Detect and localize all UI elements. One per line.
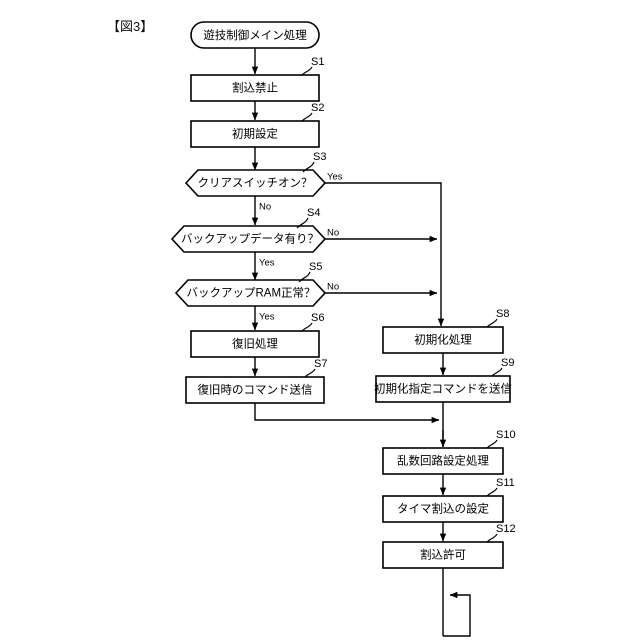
leader-line-s11 bbox=[486, 487, 498, 497]
process-label-s12: 割込許可 bbox=[420, 548, 466, 562]
process-box-s2[interactable] bbox=[190, 120, 320, 148]
process-box-s8[interactable] bbox=[382, 326, 504, 354]
connector-loop-back bbox=[443, 591, 471, 637]
decision-label-s3: クリアスイッチオン？ bbox=[198, 177, 313, 190]
step-number-s3: S3 bbox=[313, 151, 326, 163]
branch-label-s3-no: No bbox=[259, 202, 271, 213]
process-label-s8: 初期化処理 bbox=[414, 333, 472, 347]
start-node[interactable] bbox=[190, 21, 320, 49]
leader-line-s10 bbox=[486, 439, 498, 449]
process-label-s6: 復旧処理 bbox=[232, 337, 278, 351]
decision-box-s3[interactable] bbox=[184, 169, 327, 197]
decision-label-s4: バックアップデータ有り？ bbox=[181, 232, 319, 246]
leader-line-s9 bbox=[491, 367, 503, 377]
leader-line-s4 bbox=[296, 217, 309, 229]
step-number-s10: S10 bbox=[496, 429, 516, 441]
step-number-s1: S1 bbox=[311, 56, 324, 68]
leader-line-s7 bbox=[304, 368, 316, 378]
leader-line-s1 bbox=[301, 66, 313, 76]
process-label-s7: 復旧時のコマンド送信 bbox=[198, 383, 313, 397]
process-box-s6[interactable] bbox=[190, 330, 320, 358]
step-number-s12: S12 bbox=[496, 523, 516, 535]
figure-title: 【図3】 bbox=[107, 19, 154, 34]
step-number-s11: S11 bbox=[496, 477, 515, 489]
leader-line-s8 bbox=[486, 318, 498, 328]
process-label-s10: 乱数回路設定処理 bbox=[397, 454, 489, 468]
process-label-s1: 割込禁止 bbox=[232, 81, 278, 95]
decision-box-s4[interactable] bbox=[170, 225, 327, 253]
process-label-s11: タイマ割込の設定 bbox=[397, 502, 489, 516]
step-number-s6: S6 bbox=[311, 312, 324, 324]
step-number-s9: S9 bbox=[501, 357, 514, 369]
process-box-s1[interactable] bbox=[190, 74, 320, 102]
connector-s7-to-merge bbox=[254, 402, 440, 424]
branch-label-s3-yes: Yes bbox=[327, 172, 343, 183]
process-box-s10[interactable] bbox=[382, 447, 504, 475]
connector-s3-yes-to-s8 bbox=[325, 182, 445, 327]
branch-label-s4-no: No bbox=[327, 228, 339, 239]
decision-label-s5: バックアップRAM正常？ bbox=[186, 287, 315, 300]
process-box-s7[interactable] bbox=[185, 376, 325, 404]
process-box-s12[interactable] bbox=[382, 541, 504, 569]
step-number-s4: S4 bbox=[307, 207, 320, 219]
leader-line-s12 bbox=[486, 533, 498, 543]
step-number-s7: S7 bbox=[314, 358, 327, 370]
branch-label-s5-yes: Yes bbox=[259, 312, 275, 323]
leader-line-s5 bbox=[298, 271, 311, 283]
leader-line-s2 bbox=[301, 112, 313, 122]
process-box-s9[interactable] bbox=[375, 375, 511, 403]
branch-label-s5-no: No bbox=[327, 282, 339, 293]
start-node-label: 遊技制御メイン処理 bbox=[203, 28, 307, 42]
leader-line-s6 bbox=[301, 322, 313, 332]
leader-line-s3 bbox=[302, 161, 315, 173]
branch-label-s4-yes: Yes bbox=[259, 258, 275, 269]
process-label-s2: 初期設定 bbox=[232, 127, 278, 141]
step-number-s5: S5 bbox=[309, 261, 322, 273]
process-box-s11[interactable] bbox=[382, 495, 504, 523]
process-label-s9: 初期化指定コマンドを送信 bbox=[374, 382, 512, 396]
decision-box-s5[interactable] bbox=[174, 279, 327, 307]
step-number-s8: S8 bbox=[496, 308, 509, 320]
step-number-s2: S2 bbox=[311, 102, 324, 114]
